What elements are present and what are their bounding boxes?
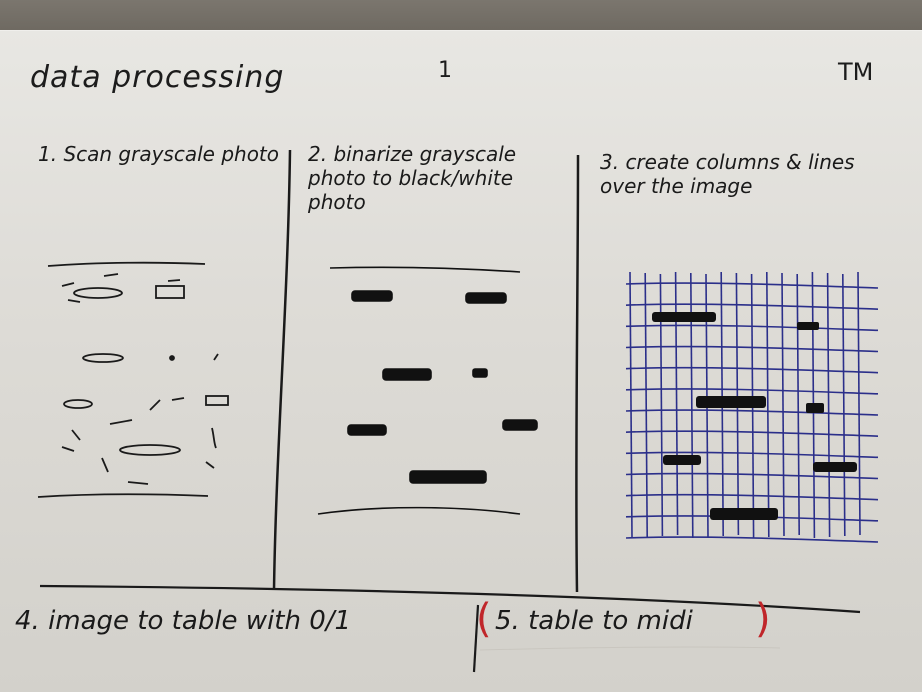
grid-column-line — [842, 273, 846, 537]
paper-card — [0, 30, 922, 692]
divider-line — [479, 646, 781, 651]
divider-line — [472, 604, 480, 673]
binarized-photo-sketch — [317, 266, 538, 515]
grid-column-line — [766, 271, 770, 538]
grid-row-line — [625, 451, 879, 459]
grid-row-line — [625, 388, 879, 395]
divider-line — [575, 154, 580, 593]
divider-line — [272, 149, 292, 591]
grid-row-line — [625, 345, 879, 353]
page-number: 1 — [438, 58, 452, 83]
grid-row-line — [625, 282, 879, 289]
grid-column-line — [629, 271, 633, 539]
grid-column-line — [857, 271, 861, 536]
red-paren-close: ) — [755, 596, 771, 642]
grayscale-photo-sketch — [37, 261, 229, 498]
grid-overlay-sketch — [625, 271, 879, 543]
grid-row-line — [625, 324, 879, 332]
step-2-label: 2. binarize grayscale photo to black/whi… — [308, 142, 517, 214]
grid-row-line — [625, 472, 879, 480]
step-5-label: 5. table to midi — [495, 606, 693, 636]
card-title: data processing — [30, 60, 285, 95]
author-initials: TM — [838, 58, 874, 86]
step-1-label: 1. Scan grayscale photo — [38, 142, 280, 166]
step-3-label: 3. create columns & lines over the image — [600, 150, 855, 198]
red-paren-open: ( — [476, 596, 492, 642]
grid-row-line — [625, 536, 879, 543]
grid-row-line — [625, 430, 879, 437]
grid-column-line — [781, 272, 785, 537]
grid-column-line — [826, 272, 831, 538]
step-4-label: 4. image to table with 0/1 — [15, 606, 352, 636]
grid-row-line — [625, 493, 879, 501]
grid-row-line — [625, 366, 879, 374]
grid-row-line — [625, 409, 879, 416]
grid-column-line — [796, 273, 800, 536]
grid-row-line — [625, 303, 879, 310]
grid-column-line — [644, 272, 648, 538]
divider-line — [39, 584, 861, 614]
